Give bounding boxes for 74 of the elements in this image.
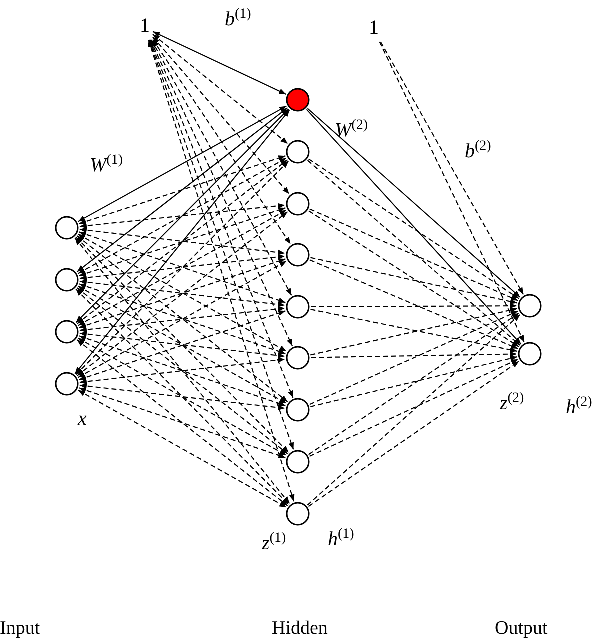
connection-arrow: [78, 210, 287, 326]
connection-arrow: [310, 257, 518, 304]
connection-arrow: [80, 280, 286, 308]
bias-label: 1: [140, 15, 150, 37]
connection-arrow: [152, 34, 288, 144]
connection-arrow: [80, 228, 286, 256]
connection-arrow: [76, 236, 290, 454]
layer-label: Input: [0, 618, 40, 640]
connection-arrow: [152, 36, 290, 195]
connection-arrow: [80, 254, 286, 281]
variable-label: z$^{(2)}$: [500, 390, 524, 415]
connection-arrow: [310, 208, 518, 302]
weight-label: b$^{(1)}$: [225, 6, 252, 31]
weight-label: W$^{(1)}$: [90, 152, 123, 177]
connection-arrow: [76, 160, 288, 324]
connection-arrow: [310, 310, 518, 406]
connection-arrow: [76, 288, 290, 506]
connection-arrow: [80, 331, 286, 359]
connection-arrow: [74, 110, 290, 374]
connection-arrow: [78, 106, 287, 222]
connection-arrow: [308, 158, 520, 300]
connection-arrow: [307, 160, 521, 346]
connection-arrow: [80, 383, 286, 411]
connection-arrow: [152, 31, 286, 95]
connection-arrow: [79, 284, 286, 354]
connection-arrow: [79, 258, 286, 328]
connection-arrow: [79, 336, 286, 406]
connection-arrow: [78, 234, 287, 352]
bias-label: 1: [369, 17, 379, 39]
variable-label: z$^{(1)}$: [262, 530, 286, 555]
connection-arrow: [151, 40, 292, 296]
connection-arrow: [76, 212, 288, 376]
connection-arrow: [308, 312, 520, 456]
connection-arrow: [310, 356, 518, 408]
connection-arrow: [78, 260, 287, 378]
connection-arrow: [308, 360, 520, 508]
connection-arrow: [79, 156, 286, 224]
connection-arrow: [307, 314, 521, 506]
connection-arrow: [76, 160, 290, 376]
connection-arrow: [80, 203, 286, 229]
connection-arrow: [311, 352, 517, 358]
connection-arrow: [78, 286, 287, 404]
connection-arrow: [76, 236, 288, 402]
variable-label: h$^{(2)}$: [566, 394, 592, 419]
layer-label: Hidden: [272, 618, 328, 640]
weight-label: W$^{(2)}$: [335, 117, 368, 142]
connection-arrow: [78, 338, 287, 456]
connection-arrow: [310, 260, 518, 350]
connection-arrow: [308, 210, 520, 348]
connection-arrow: [150, 40, 294, 346]
connection-arrow: [80, 306, 286, 333]
connection-arrow: [380, 42, 524, 295]
connection-arrow: [78, 390, 287, 508]
connection-arrow: [78, 158, 287, 274]
connection-arrow: [79, 232, 286, 304]
connection-arrow: [379, 42, 525, 343]
layer-label: Output: [495, 618, 548, 640]
connection-arrow: [79, 208, 286, 276]
variable-label: h$^{(1)}$: [328, 526, 354, 551]
connection-arrow: [307, 108, 521, 298]
connection-arrow: [76, 108, 288, 272]
connection-arrow: [76, 108, 290, 324]
connection-arrow: [79, 310, 286, 380]
connection-arrow: [80, 357, 286, 385]
connection-arrow: [79, 388, 286, 458]
connection-arrow: [76, 288, 288, 454]
connection-arrow: [74, 238, 290, 504]
connection-arrow: [311, 303, 517, 309]
connection-arrow: [306, 109, 522, 345]
connection-arrow: [76, 340, 288, 506]
connection-arrow: [152, 40, 292, 245]
connection-arrow: [310, 358, 518, 458]
variable-label: x: [78, 408, 87, 430]
weight-label: b$^{(2)}$: [465, 138, 492, 163]
